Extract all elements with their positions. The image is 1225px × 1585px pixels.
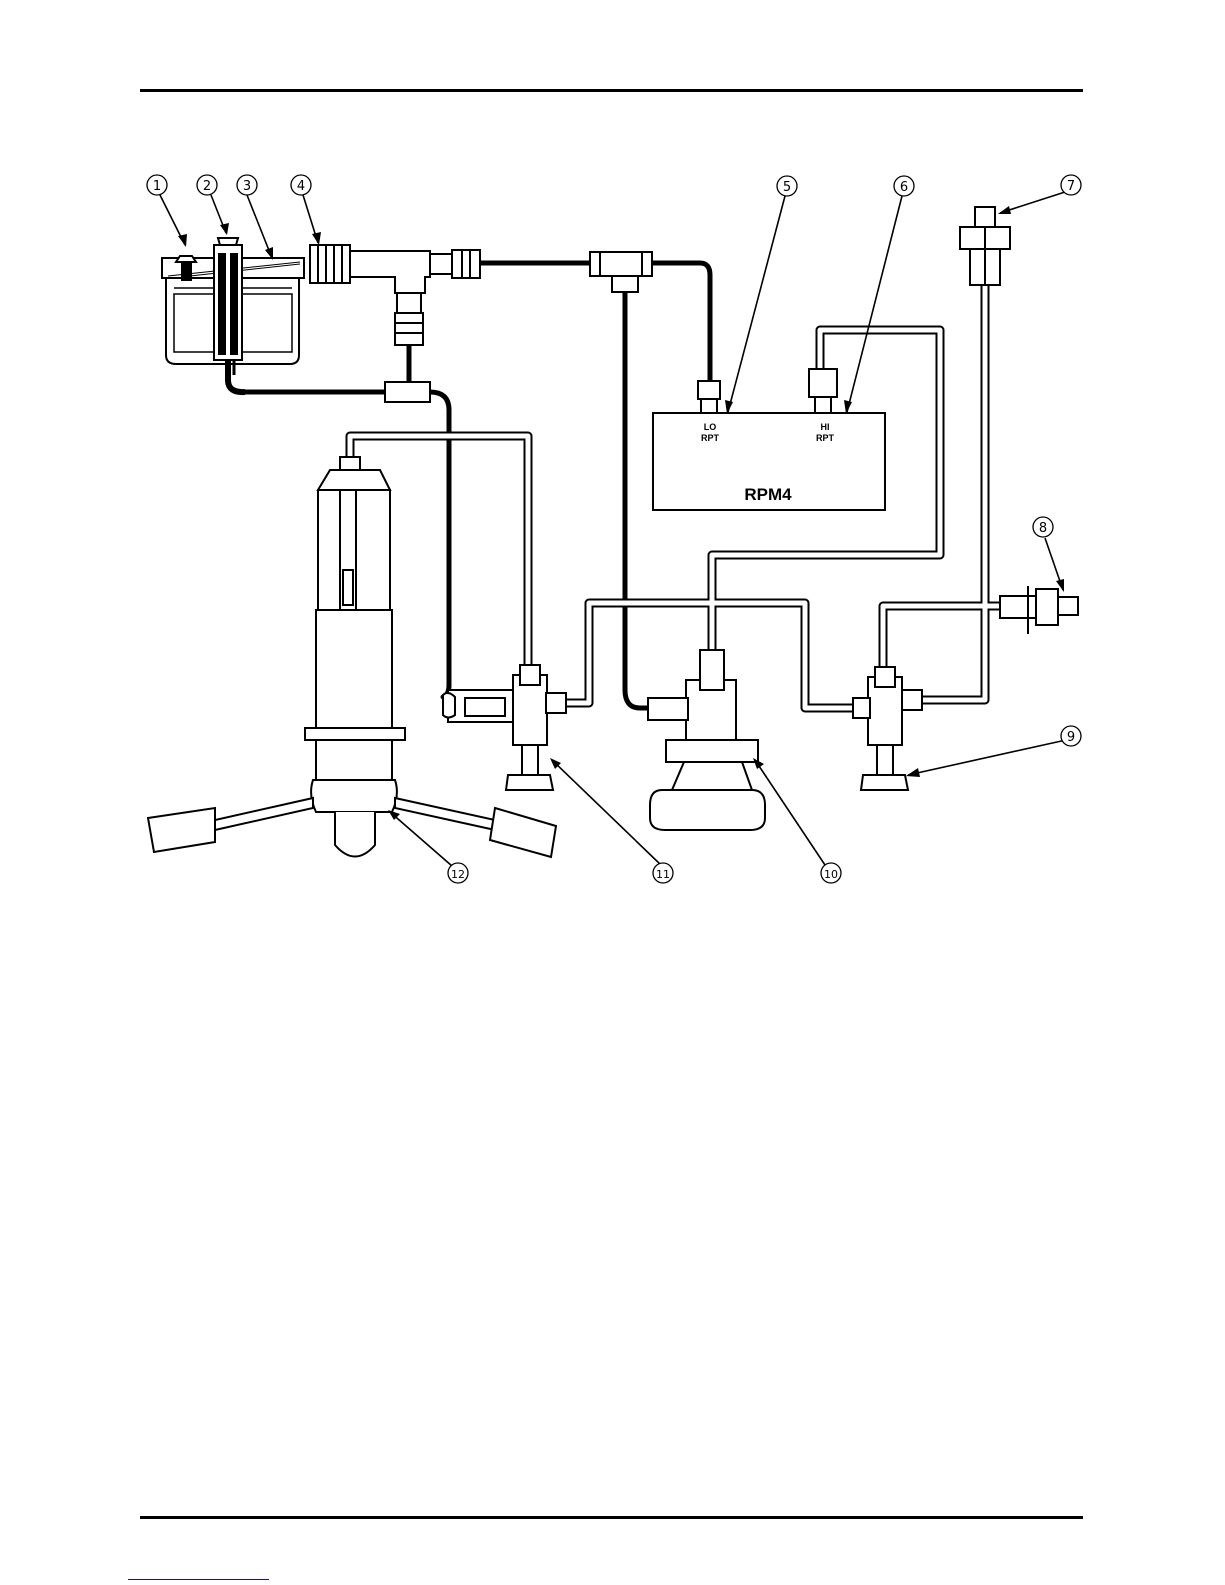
callout-8: 8 bbox=[1039, 521, 1047, 536]
hi-rpt-line1: HI bbox=[821, 422, 830, 432]
thick-tubing bbox=[245, 263, 710, 708]
tee-fitting-assembly bbox=[310, 245, 480, 402]
lo-rpt-line1: LO bbox=[704, 422, 717, 432]
callout-11: 11 bbox=[656, 868, 670, 881]
leader-lines bbox=[160, 192, 1066, 866]
reservoir-assembly bbox=[162, 238, 304, 392]
side-fitting bbox=[1000, 586, 1078, 634]
callout-5: 5 bbox=[783, 180, 791, 195]
callout-9: 9 bbox=[1067, 730, 1075, 745]
hi-rpt-line2: RPT bbox=[816, 433, 835, 443]
rpm4-title: RPM4 bbox=[744, 485, 792, 504]
tee-fitting-upper bbox=[590, 252, 652, 292]
valve-center bbox=[648, 650, 765, 830]
callout-6: 6 bbox=[900, 180, 908, 195]
callout-7: 7 bbox=[1067, 179, 1075, 194]
callout-1: 1 bbox=[153, 179, 161, 194]
top-fitting bbox=[960, 207, 1010, 285]
callout-3: 3 bbox=[243, 179, 251, 194]
callout-12: 12 bbox=[451, 868, 465, 881]
callout-2: 2 bbox=[203, 179, 211, 194]
piston-stand bbox=[148, 457, 556, 857]
callout-4: 4 bbox=[297, 179, 305, 194]
valve-right bbox=[853, 667, 922, 790]
lo-rpt-line2: RPT bbox=[701, 433, 720, 443]
valve-left bbox=[443, 665, 566, 790]
callout-10: 10 bbox=[824, 868, 838, 881]
